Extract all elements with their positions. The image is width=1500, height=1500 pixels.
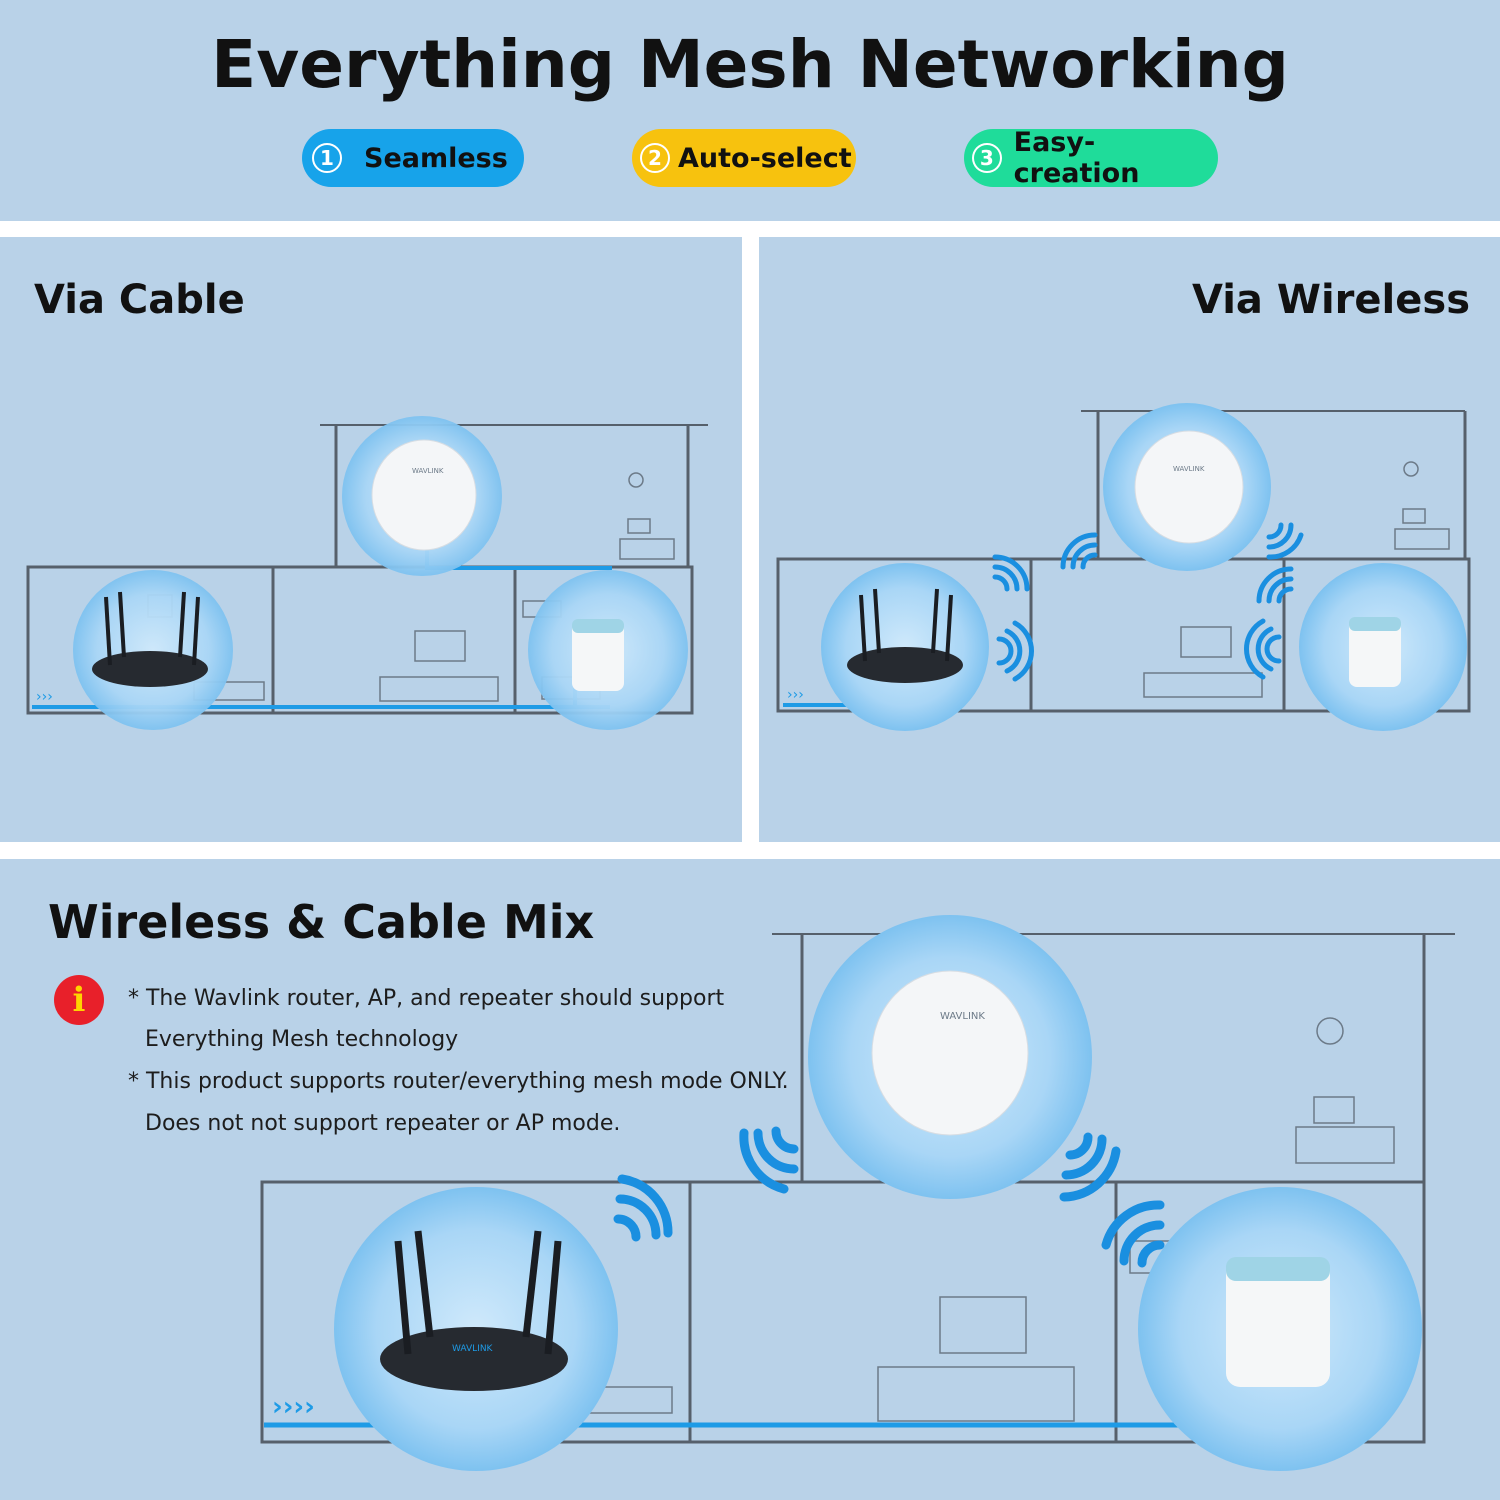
via-wireless-panel: Via Wireless ›››	[759, 237, 1500, 842]
feature-label: Seamless	[364, 142, 508, 174]
via-cable-diagram: ››› WAVLINK	[26, 416, 708, 730]
feature-number: 3	[972, 143, 1002, 173]
svg-text:››››: ››››	[272, 1392, 315, 1422]
feature-label: Auto-select	[678, 142, 852, 174]
svg-text:WAVLINK: WAVLINK	[1173, 465, 1205, 473]
page-title: Everything Mesh Networking	[211, 26, 1289, 103]
feature-badge-seamless: 1 Seamless	[302, 129, 524, 187]
panel-title: Wireless & Cable Mix	[48, 895, 595, 949]
note-line: * This product supports router/everythin…	[128, 1069, 789, 1094]
note-line: * The Wavlink router, AP, and repeater s…	[128, 986, 725, 1011]
feature-number: 1	[312, 143, 342, 173]
panel-title: Via Wireless	[1191, 277, 1470, 323]
feature-label: Easy-creation	[1013, 127, 1140, 189]
svg-text:WAVLINK: WAVLINK	[412, 467, 444, 475]
warning-icon: i	[54, 975, 104, 1025]
svg-text:WAVLINK: WAVLINK	[452, 1344, 494, 1354]
brand-logo: WAVLINK	[940, 1011, 985, 1022]
header-panel: Everything Mesh Networking 1 Seamless 2 …	[0, 0, 1500, 221]
via-cable-panel: Via Cable ›››	[0, 237, 742, 842]
via-wireless-diagram: ››› WAVLINK	[776, 403, 1471, 731]
panel-title: Via Cable	[34, 277, 245, 323]
mix-diagram: ›››› WAVLINK WAVLINK	[260, 915, 1455, 1471]
feature-badge-easy-creation: 3 Easy-creation	[964, 127, 1218, 189]
mix-panel: Wireless & Cable Mix i * The Wavlink rou…	[0, 859, 1500, 1500]
note-line: Everything Mesh technology	[145, 1027, 459, 1052]
svg-text:›››: ›››	[36, 689, 53, 705]
feature-badge-auto-select: 2 Auto-select	[632, 129, 856, 187]
svg-text:›››: ›››	[787, 687, 804, 703]
note-line: Does not not support repeater or AP mode…	[145, 1111, 621, 1136]
feature-number: 2	[640, 143, 670, 173]
